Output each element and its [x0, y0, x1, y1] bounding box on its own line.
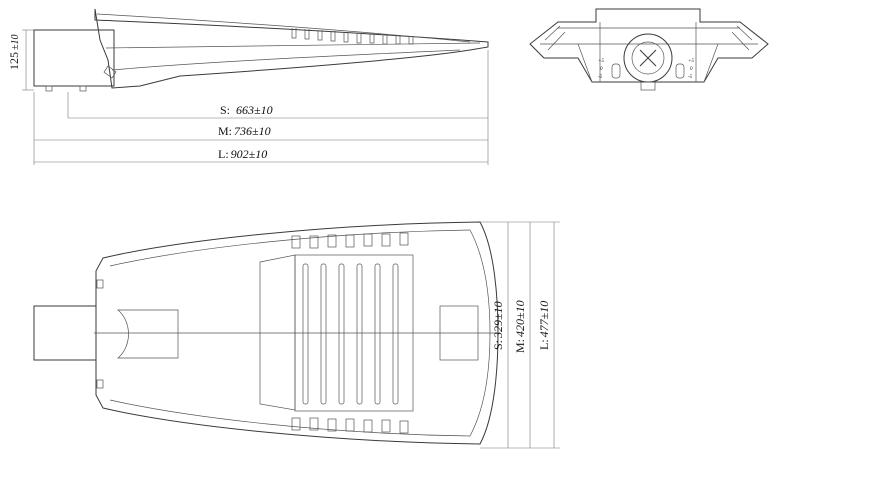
- scale-left-0: +5: [598, 59, 604, 64]
- width-s-prefix: S:: [491, 340, 505, 350]
- length-s-value: 663±10: [236, 103, 273, 117]
- length-l: L:902±10: [218, 147, 267, 161]
- scale-right-2: -5: [688, 75, 693, 80]
- top-fins: [291, 232, 409, 434]
- width-m-value: 420±10: [513, 300, 527, 337]
- scale-right-1: 0: [690, 67, 693, 72]
- length-l-prefix: L:: [218, 147, 229, 161]
- width-m-prefix: M:: [513, 339, 527, 353]
- right-adjuster: [675, 63, 685, 79]
- lens-cutout: [117, 309, 179, 359]
- length-s-prefix: S:: [220, 103, 230, 117]
- rear-block: [439, 305, 479, 361]
- scale-left-1: 0: [600, 67, 603, 72]
- width-l-prefix: L:: [537, 339, 551, 350]
- side-body-outline: [94, 8, 489, 89]
- width-s-value: 329±10: [491, 301, 505, 339]
- length-m: M:736±10: [218, 124, 271, 138]
- heat-slots: [302, 263, 399, 405]
- length-l-value: 902±10: [231, 147, 268, 161]
- front-view: +5 0 -5 +5 0 -5: [529, 8, 769, 91]
- side-view: 125±10 S: 663±10 M:736±10 L:902±10: [7, 8, 489, 165]
- side-fins: [291, 28, 414, 45]
- height-label: 125±10: [7, 35, 21, 71]
- height-value: 125: [7, 52, 21, 70]
- scale-right-0: +5: [688, 59, 694, 64]
- width-l-value: 477±10: [537, 301, 551, 338]
- left-adjuster: [611, 63, 621, 79]
- length-m-prefix: M:: [218, 124, 232, 138]
- height-tolerance: ±10: [10, 35, 21, 51]
- width-m: M: 420±10: [513, 300, 527, 353]
- length-m-value: 736±10: [234, 124, 271, 138]
- front-outline: [529, 8, 769, 83]
- front-mount: [640, 81, 656, 91]
- scale-left-2: -5: [598, 75, 603, 80]
- length-s: S: 663±10: [220, 103, 273, 117]
- top-view: S:329±10 M: 420±10 L:477±10: [33, 221, 560, 449]
- top-spigot: [33, 305, 97, 361]
- width-s: S:329±10: [491, 301, 505, 350]
- spigot: [33, 29, 115, 87]
- width-l: L:477±10: [537, 301, 551, 350]
- top-body-outline: [95, 221, 499, 445]
